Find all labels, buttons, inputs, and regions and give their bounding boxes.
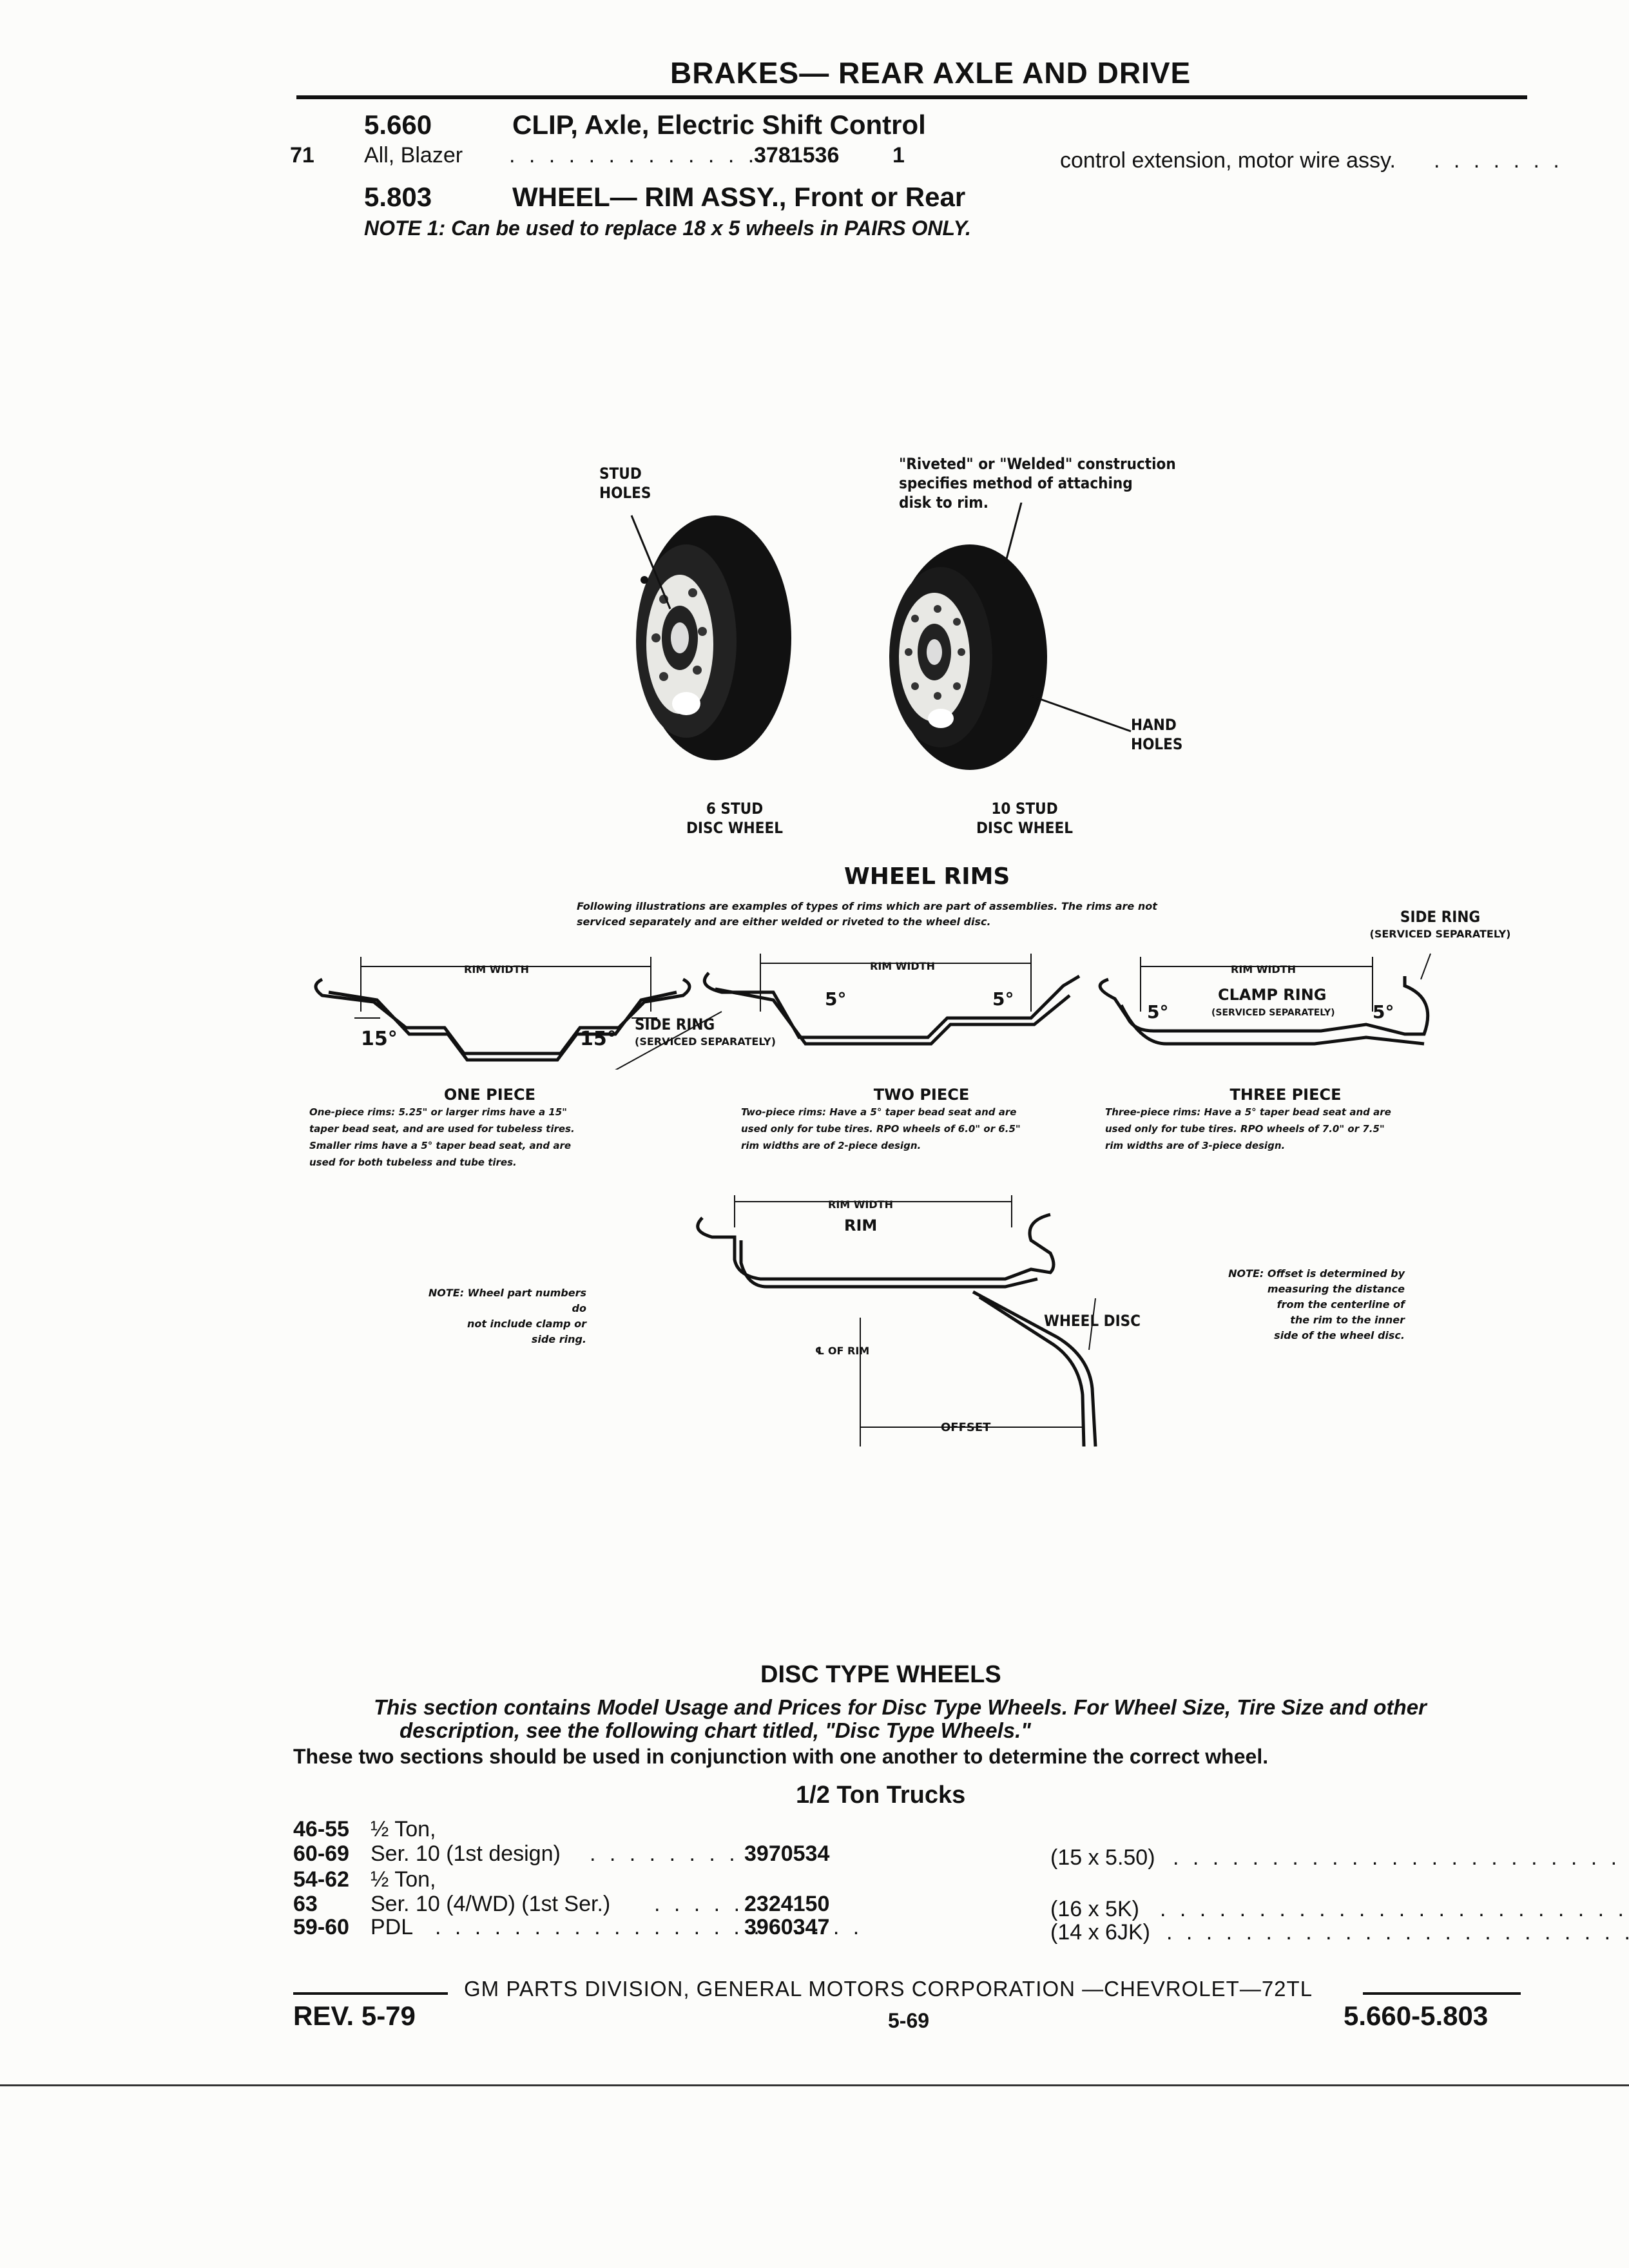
row-year: 46-55 [293, 1817, 349, 1841]
row-part: 3970534 [744, 1841, 830, 1866]
angle-label: 15° [580, 1028, 617, 1050]
row-desc: PDL [371, 1915, 414, 1939]
quantity: 1 [892, 143, 905, 168]
part-number: 3781536 [754, 143, 840, 168]
footer-revision: REV. 5-79 [293, 2001, 416, 2031]
offset-label: OFFSET [941, 1421, 991, 1434]
rim-width-label: RIM WIDTH [464, 963, 529, 975]
footer-division: GM PARTS DIVISION, GENERAL MOTORS CORPOR… [464, 1977, 1313, 2001]
section-title: WHEEL— RIM ASSY., Front or Rear [512, 182, 966, 212]
offset-dimensions [734, 1195, 1096, 1446]
offset-diagram: RIM WIDTH RIM OFFSET [696, 1195, 1097, 1447]
six-stud-wheel-image [630, 515, 791, 760]
two-piece-dimensions [615, 954, 1032, 1070]
disc-intro-line2: description, see the following chart tit… [400, 1718, 1031, 1742]
half-ton-subtitle: 1/2 Ton Trucks [796, 1782, 966, 1809]
leader-dots: . . . . . . . . . . . . . . . . . . . . … [435, 1915, 863, 1939]
row-year: 59-60 [293, 1915, 349, 1939]
footer-page-number: 5-69 [888, 2009, 930, 2032]
rim-width-label: RIM WIDTH [1231, 963, 1296, 975]
disc-intro-line1: This section contains Model Usage and Pr… [374, 1695, 1427, 1719]
row-size: (16 x 5K) [1050, 1897, 1139, 1921]
angle-label: 5° [1147, 1001, 1168, 1023]
row-year: 60-69 [293, 1841, 349, 1866]
note-1: NOTE 1: Can be used to replace 18 x 5 wh… [364, 216, 971, 240]
angle-label: 15° [361, 1028, 398, 1050]
rim-label: RIM [844, 1216, 877, 1235]
angle-label: 5° [1373, 1001, 1394, 1023]
rim-width-label: RIM WIDTH [870, 960, 935, 972]
three-piece-caption: THREE PIECE Three-piece rims: Have a 5° … [1105, 1086, 1391, 1151]
page-header: BRAKES— REAR AXLE AND DRIVE [670, 56, 1191, 90]
ten-stud-wheel-image [889, 503, 1132, 770]
row-part: 2324150 [744, 1892, 830, 1916]
header-rule [296, 95, 1527, 99]
row-part: 3960347 [744, 1915, 830, 1939]
wheel-disc-label: WHEEL DISC [1044, 1312, 1141, 1330]
leader-dots: . . . . . . . . . . . . . . . . . . . . … [1173, 1845, 1629, 1870]
three-piece-rim-profile [1098, 976, 1430, 1046]
section-title: CLIP, Axle, Electric Shift Control [512, 110, 926, 140]
section-number: 5.660 [364, 110, 432, 140]
leader-dots: . . . . . . . . . . . . . . . . . . . . … [1160, 1897, 1629, 1921]
row-desc: ½ Ton, [371, 1867, 436, 1892]
row-size: (14 x 6JK) [1050, 1920, 1150, 1945]
row-size: (15 x 5.50) [1050, 1845, 1155, 1870]
bottom-rule [0, 2084, 1629, 2086]
section-number: 5.803 [364, 182, 432, 212]
row-year: 63 [293, 1892, 318, 1916]
part-description: control extension, motor wire assy. [1060, 148, 1396, 173]
disc-conjunction-note: These two sections should be used in con… [293, 1745, 1269, 1768]
rim-profiles-diagram: RIM WIDTH 15° 15° RIM WIDTH 5° 5° RIM WI… [314, 953, 1431, 1070]
leader-dots: . . . . . . . . . . [590, 1841, 779, 1866]
model-usage: All, Blazer [364, 143, 463, 168]
one-piece-caption: ONE PIECE One-piece rims: 5.25" or large… [309, 1086, 575, 1168]
row-year: 54-62 [293, 1867, 349, 1892]
side-ring-label-right: SIDE RING (SERVICED SEPARATELY) [1369, 908, 1511, 940]
leader-dots: . . . . . . . [1434, 148, 1563, 173]
one-piece-rim-profile [314, 977, 691, 1062]
three-piece-dimensions [1140, 953, 1431, 1012]
rim-cross-section [696, 1213, 1097, 1447]
side-ring-label-mid: SIDE RING (SERVICED SEPARATELY) [635, 1015, 776, 1048]
footer-rule-left [293, 1992, 448, 1995]
wheel-rims-intro: Following illustrations are examples of … [577, 900, 1157, 928]
footer-rule-right [1363, 1992, 1521, 1995]
clamp-ring-note: (SERVICED SEPARATELY) [1211, 1008, 1335, 1018]
row-desc: Ser. 10 (1st design) [371, 1841, 561, 1866]
line-number: 71 [290, 143, 314, 168]
rim-width-label: RIM WIDTH [828, 1198, 893, 1211]
clamp-ring-label: CLAMP RING [1218, 986, 1327, 1004]
footer-section-range: 5.660-5.803 [1344, 2001, 1489, 2031]
wheel-rims-title: WHEEL RIMS [844, 863, 1010, 890]
leader-dots: . . . . . . . . . . . . . . . . . . . . … [1166, 1920, 1629, 1945]
two-piece-rim-profile [702, 972, 1081, 1046]
centerline-label: ℄ OF RIM [815, 1345, 870, 1357]
angle-label: 5° [992, 988, 1014, 1010]
row-desc: Ser. 10 (4/WD) (1st Ser.) [371, 1892, 611, 1916]
disc-wheels-title: DISC TYPE WHEELS [760, 1661, 1001, 1688]
leader-dots: . . . . . [654, 1892, 744, 1916]
one-piece-dimensions [354, 957, 657, 1019]
disc-wheels-illustration [630, 503, 1132, 770]
two-piece-caption: TWO PIECE Two-piece rims: Have a 5° tape… [741, 1086, 1021, 1151]
row-desc: ½ Ton, [371, 1817, 436, 1841]
angle-label: 5° [825, 988, 846, 1010]
leader-dots: . . . . . . . . . . . . . . . . . [509, 143, 838, 168]
